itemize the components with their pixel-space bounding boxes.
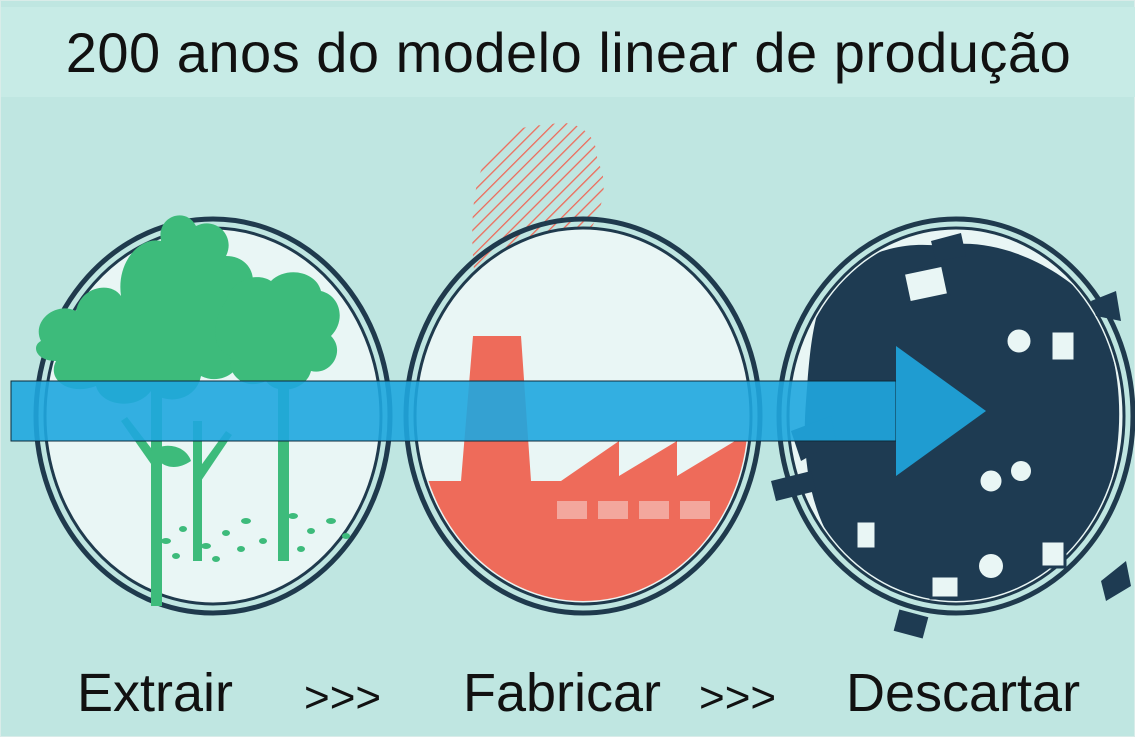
step-discard: Descartar: [846, 663, 1081, 723]
separator-first: >>>: [304, 673, 382, 722]
step-extract: Extrair: [77, 663, 234, 723]
separator-second: >>>: [699, 673, 777, 722]
arrow-right-icon: [10, 346, 986, 476]
step-manufacture: Fabricar: [463, 663, 662, 723]
diagram-title: 200 anos do modelo linear de produção: [1, 7, 1135, 97]
